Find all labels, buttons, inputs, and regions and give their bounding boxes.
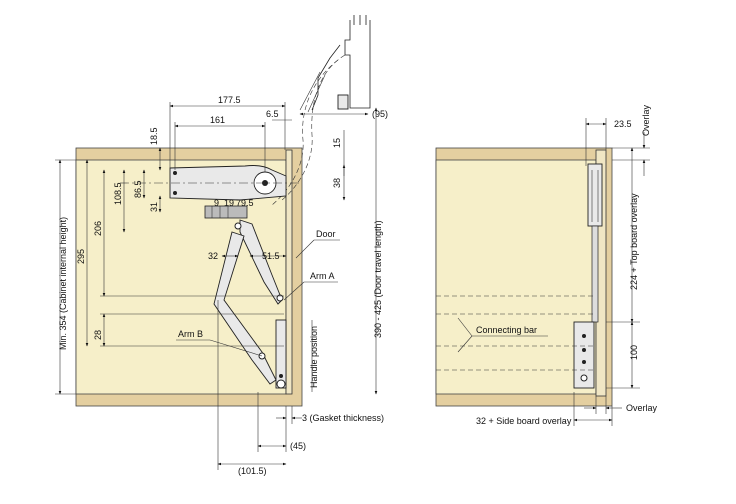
label-connecting-bar: Connecting bar [476, 325, 537, 335]
dim-206: 206 [93, 221, 103, 236]
dim-32: 32 [208, 251, 218, 261]
open-door-outline [344, 20, 371, 109]
right-cabinet-interior [435, 159, 597, 395]
door-swing-arc-1 [281, 54, 346, 201]
label-door: Door [316, 229, 336, 239]
overlay-top-label: Overlay [641, 104, 651, 136]
dim-101-5: (101.5) [238, 466, 267, 476]
dim-86-5: 86.5 [133, 180, 143, 198]
dim-9: 9 [214, 198, 219, 208]
right-mechanism-bottom [573, 321, 595, 389]
dim-108-5: 108.5 [113, 182, 123, 205]
dim-45: (45) [290, 441, 306, 451]
right-view: Connecting bar 23.5 Overlay 224 + Top bo… [435, 104, 658, 426]
door-swing-arc-2 [271, 59, 339, 206]
door-travel-label: 390 - 425 (Door travel length) [373, 220, 383, 338]
dim-295: 295 [76, 249, 86, 264]
top-board-label: 224 + Top board overlay [629, 193, 639, 290]
overlay-bottom-label: Overlay [626, 403, 658, 413]
dim-23-5: 23.5 [614, 119, 632, 129]
dim-177-5: 177.5 [218, 95, 241, 105]
side-board-label: 32 + Side board overlay [476, 416, 572, 426]
label-handle-position: Handle position [309, 326, 319, 388]
dim-6-5: 6.5 [266, 109, 279, 119]
dim-38: 38 [332, 178, 342, 188]
dim-15: 15 [332, 138, 342, 148]
cabinet-height-label: Min. 354 (Cabinet internal height) [58, 217, 68, 350]
dim-51-5: 51.5 [262, 251, 280, 261]
door-panel [285, 149, 293, 395]
left-view: 177.5 161 6.5 (95) 18.5 108.5 86.5 31 15… [55, 15, 388, 476]
connecting-bar-rod [591, 225, 599, 323]
dim-28: 28 [93, 330, 103, 340]
dim-79-5: 79.5 [236, 198, 254, 208]
label-arm-b: Arm B [178, 329, 203, 339]
dim-18-5: 18.5 [149, 127, 159, 145]
label-arm-a: Arm A [310, 271, 335, 281]
dim-19: 19 [224, 198, 234, 208]
dim-95: (95) [372, 109, 388, 119]
dim-100: 100 [629, 345, 639, 360]
dim-31: 31 [149, 202, 159, 212]
right-mechanism-top [587, 163, 603, 227]
gasket-label: 3 (Gasket thickness) [302, 413, 384, 423]
mounting-block [204, 205, 248, 219]
arm-a [239, 219, 283, 305]
dim-161: 161 [210, 115, 225, 125]
